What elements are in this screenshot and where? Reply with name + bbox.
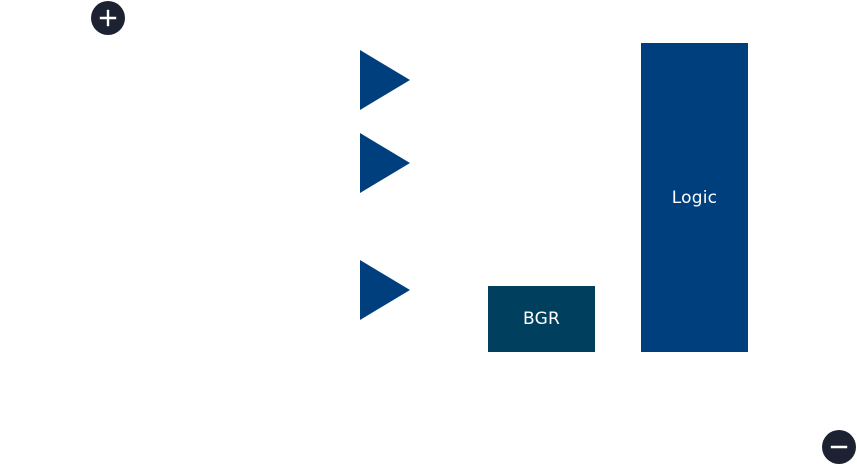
amplifier-triangle-icon [360,50,410,110]
amplifier-triangle-icon [360,260,410,320]
amplifier-1 [360,50,410,110]
bgr-block-label: BGR [523,309,560,329]
plus-icon [99,9,117,27]
logic-block: Logic [641,43,748,352]
amplifier-triangle-icon [360,133,410,193]
logic-block-label: Logic [671,187,718,208]
amplifier-3 [360,260,410,320]
minus-icon [830,445,848,449]
bgr-block: BGR [488,286,595,352]
zoom-out-button[interactable] [822,430,856,464]
zoom-in-button[interactable] [91,1,125,35]
amplifier-2 [360,133,410,193]
